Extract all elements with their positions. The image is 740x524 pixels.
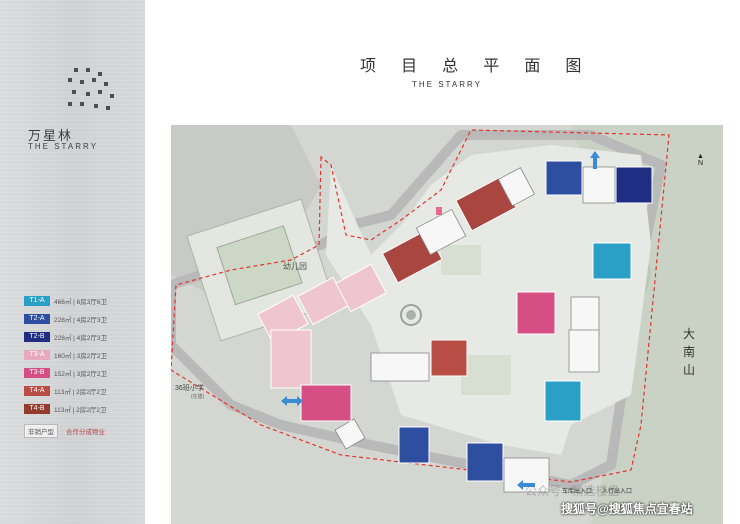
legend-row: T2-B 228㎡ | 4房2厅3卫 [24,329,142,345]
legend-row: T4-A 113㎡ | 2房2厅2卫 [24,383,142,399]
legend-row: T3-A 160㎡ | 3房2厅2卫 [24,347,142,363]
site-plan-map [171,125,723,524]
mountain-label: 大南山 [683,327,696,377]
legend-badge: T2-B [24,332,50,342]
watermark: 搜狐号@搜狐焦点宜春站 [561,502,693,516]
building-t1 [544,242,632,422]
kindergarten-label: 幼儿园 [283,262,307,271]
legend-row: T1-A 466㎡ | 6房3厅6卫 [24,293,142,309]
building-t2 [398,160,653,482]
school-label: 36班小学 [175,385,204,392]
page-title: 项 目 总 平 面 图 [360,56,592,75]
entrance-arrow-icon [281,151,600,490]
building-t3a [257,263,387,389]
legend-row: T2-A 228㎡ | 4房2厅3卫 [24,311,142,327]
non-sale-note: 非销户型 [24,424,58,438]
legend-text: 152㎡ | 3房2厅2卫 [54,371,107,378]
legend-text: 228㎡ | 4房2厅3卫 [54,335,107,342]
cooperation-note: 合作分成物业 [66,429,105,436]
building-t3b [300,291,556,422]
unit-legend: T1-A 466㎡ | 6房3厅6卫 T2-A 228㎡ | 4房2厅3卫 T2… [24,293,142,441]
north-arrow-icon: ▲ [697,153,704,160]
watermark-faint: 公众号 · 精选楼盘 [525,484,620,498]
brand-name-cn: 万星林 [28,129,74,144]
legend-row: T3-B 152㎡ | 3房2厅2卫 [24,365,142,381]
building-white [334,166,616,493]
legend-text: 228㎡ | 4房2厅3卫 [54,317,107,324]
legend-text: 113㎡ | 2房2厅2卫 [54,407,107,414]
brand-name-en: THE STARRY [28,142,98,151]
legend-badge: T3-B [24,368,50,378]
school-sub-label: (在建) [191,394,205,400]
legend-row: T4-B 113㎡ | 2房2厅2卫 [24,401,142,417]
north-label: N [697,160,703,167]
legend-text: 160㎡ | 3房2厅2卫 [54,353,107,360]
vehicle-entrance-label: 车库出入口 [562,489,593,495]
logo-icon [66,66,116,116]
legend-badge: T1-A [24,296,50,306]
legend-text: 466㎡ | 6房3厅6卫 [54,299,107,306]
legend-badge: T3-A [24,350,50,360]
compass: ▲ N [697,153,704,167]
pedestrian-entrance-label: 人行出入口 [602,489,633,495]
legend-notes: 非销户型 合作分成物业 [24,423,142,439]
sidebar: 万星林 THE STARRY T1-A 466㎡ | 6房3厅6卫 T2-A 2… [0,0,145,524]
map-legend: 车库出入口 人行出入口 [562,486,632,495]
legend-badge: T2-A [24,314,50,324]
legend-text: 113㎡ | 2房2厅2卫 [54,389,107,396]
legend-badge: T4-B [24,404,50,414]
page-subtitle: THE STARRY [412,80,482,89]
legend-badge: T4-A [24,386,50,396]
site-plan-svg [171,125,723,524]
